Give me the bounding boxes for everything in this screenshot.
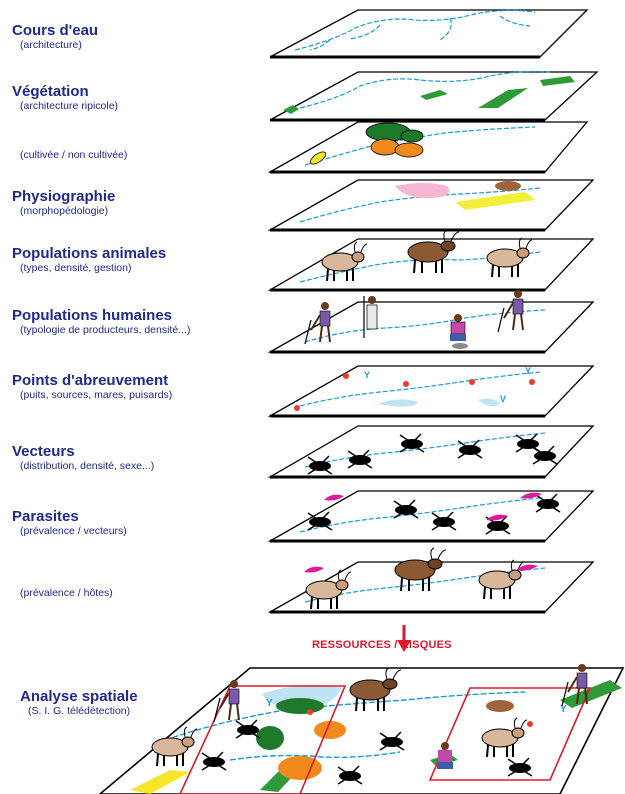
layer-vegetation: [270, 72, 597, 121]
layer-hotes: [270, 548, 593, 612]
layer-populations-animales: [270, 230, 593, 290]
layer-vecteurs: [270, 426, 593, 477]
layer-cultivee: [270, 122, 587, 172]
svg-text:V: V: [500, 394, 506, 404]
svg-text:Y: Y: [560, 704, 567, 715]
layer-physiographie: [270, 180, 593, 230]
svg-text:Y: Y: [525, 366, 531, 376]
layer-populations-humaines: [270, 290, 593, 352]
layer-cours-eau: [270, 10, 587, 57]
layer-points-abreuvement: Y Y V: [270, 366, 593, 416]
layer-parasites: [270, 491, 593, 541]
svg-text:Y: Y: [364, 370, 370, 380]
svg-text:Y: Y: [266, 698, 273, 709]
analysis-map: Y Y: [100, 664, 623, 794]
down-arrow-icon: [397, 625, 411, 652]
